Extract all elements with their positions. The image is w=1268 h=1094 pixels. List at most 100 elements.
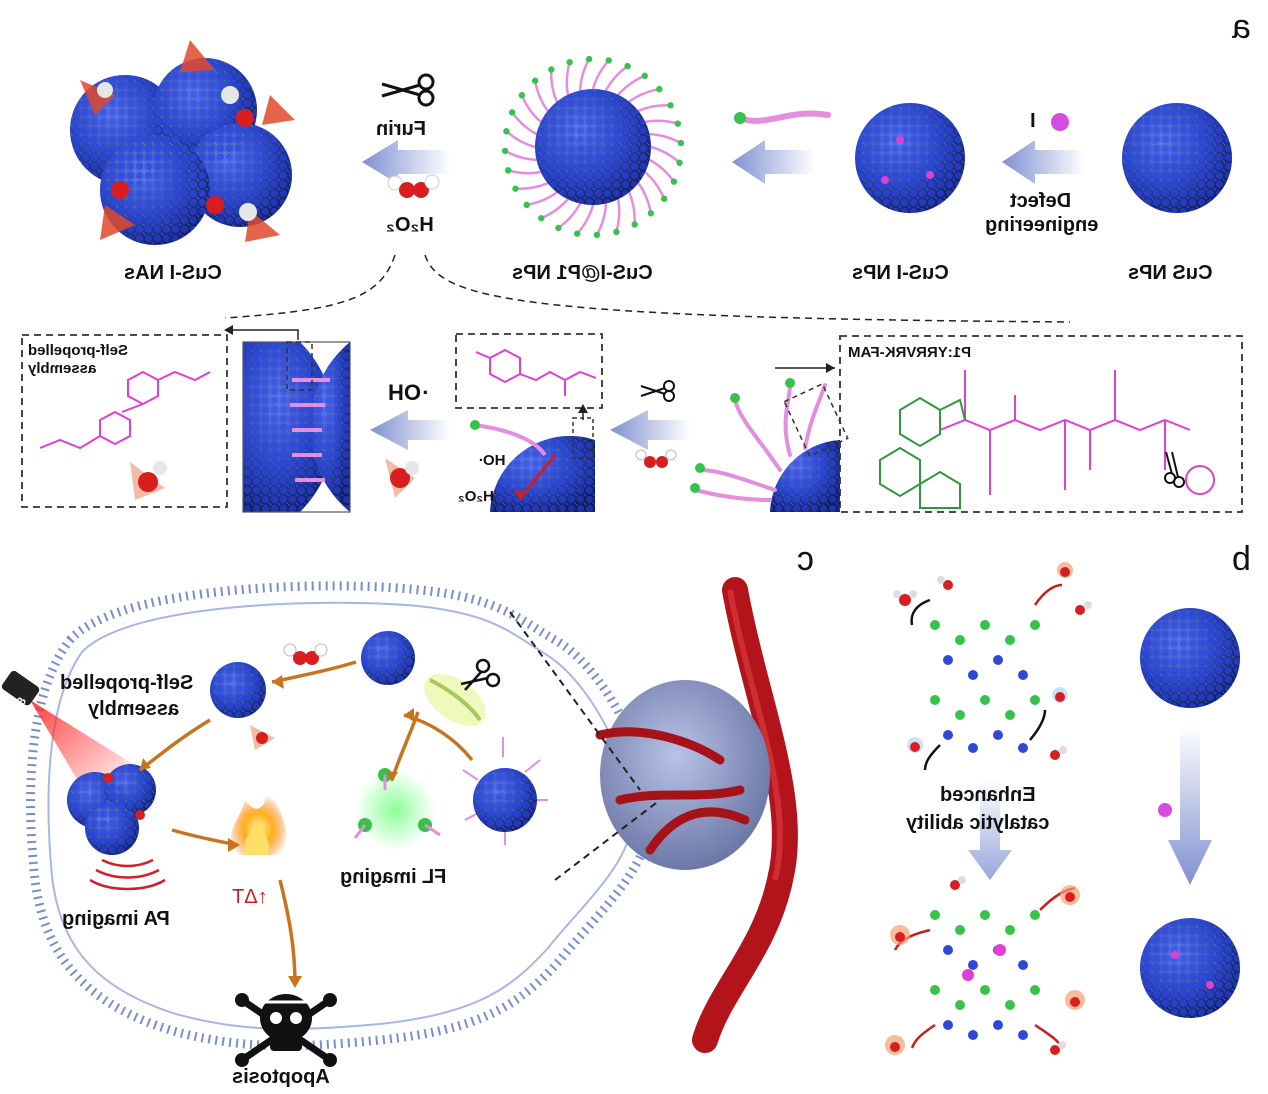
- fam-dot: [667, 102, 674, 109]
- peptide-chain: [507, 169, 541, 175]
- fam-dot: [538, 214, 545, 222]
- fam-dot: [670, 178, 678, 185]
- lattice-doped: [893, 886, 1076, 1049]
- peptide-highlight-box: [783, 382, 849, 458]
- fam-dot: [503, 128, 510, 135]
- p1-structure-box: [839, 335, 1243, 513]
- fam-dot: [624, 62, 631, 70]
- label-engineering: engineering: [985, 214, 1099, 236]
- cell-membrane-inner: [47, 601, 635, 1030]
- peptide-chain: [565, 61, 571, 95]
- fam-dot: [504, 167, 512, 174]
- label-h2o2-small: H₂O₂: [458, 488, 494, 505]
- fam-dot: [676, 159, 683, 166]
- peptide-chain: [526, 191, 558, 207]
- peptide-chain: [557, 202, 582, 229]
- peptide-strand-icon: [734, 110, 831, 124]
- h2o2-molecule-icon: [387, 174, 440, 198]
- peptide-chain: [505, 130, 536, 149]
- peptide-chain: [617, 74, 646, 96]
- fam-dot: [605, 57, 612, 64]
- zoom-arrow-assembly: [230, 329, 299, 340]
- fam-dot: [585, 55, 593, 63]
- fam-dot: [674, 120, 682, 127]
- fam-dot: [508, 109, 516, 116]
- fam-dot: [631, 221, 638, 228]
- peptide-chain: [628, 191, 637, 225]
- peptide-chain: [648, 158, 675, 183]
- defect-engineering-arrow: [1002, 140, 1085, 184]
- oh-radical-arrow: [370, 410, 450, 450]
- dityrosine-box: [21, 334, 228, 508]
- fam-dot: [613, 228, 620, 236]
- peptide-chain: [591, 59, 610, 90]
- label-oh-radical: ·OH: [388, 380, 429, 405]
- furin-h2o2-arrow: [362, 140, 450, 184]
- peptide-chain: [650, 145, 681, 164]
- connector-left: [224, 254, 396, 319]
- peptide-chain: [576, 204, 595, 235]
- peptide-chain: [511, 111, 538, 136]
- peptide-chain: [644, 171, 666, 200]
- label-cus-nps: CuS NPs: [1128, 262, 1213, 284]
- cus-nps-sphere: [1122, 103, 1232, 213]
- furin-enzyme-icon: [424, 674, 486, 726]
- peptide-chain: [515, 182, 549, 191]
- tyrosine-box: [455, 333, 603, 409]
- label-pa-imaging: PA imaging: [62, 908, 170, 930]
- pa-signal-waves: [89, 858, 166, 891]
- cell-assembly-sphere: [210, 662, 275, 750]
- fam-dot: [518, 92, 526, 99]
- label-fl-imaging: FL imaging: [340, 866, 447, 888]
- panel-b-cus-sphere: [1140, 608, 1240, 708]
- panel-label-b: b: [1232, 540, 1251, 578]
- skull-icon: [235, 993, 337, 1067]
- oh-radical-icon-2: [130, 461, 167, 500]
- fam-dot: [555, 224, 562, 232]
- label-self-propelled-box: Self-propelled: [28, 342, 129, 359]
- fam-dot: [531, 77, 539, 84]
- h2o2-molecule-small-icon: [635, 449, 677, 468]
- cell-h2o2-icon: [283, 643, 328, 665]
- peptide-chain: [645, 119, 679, 125]
- label-catalytic-ability: catalytic ability: [906, 812, 1050, 834]
- label-defect: Defect: [1010, 190, 1072, 212]
- label-assembly-cell: assembly: [88, 698, 180, 720]
- lattice-water-molecules-top: [893, 562, 1092, 760]
- zoom-arrow-tyr-head: [578, 404, 588, 413]
- label-delta-t: ↑ΔT: [232, 886, 268, 908]
- cell-cus-i-p1-particle: [462, 737, 548, 845]
- label-ho-radical: HO·: [478, 452, 506, 469]
- fam-dot: [512, 185, 519, 192]
- lattice-pristine: [910, 583, 1063, 771]
- lattice-radicals-bottom: [885, 876, 1085, 1055]
- zoom-arrow-assembly-head: [224, 325, 233, 335]
- label-iodine: I: [1030, 110, 1036, 132]
- fam-dot: [523, 201, 530, 209]
- cus-i-p1-nps-sphere: [501, 55, 685, 239]
- label-furin: Furin: [376, 118, 426, 140]
- fam-dot: [647, 210, 655, 217]
- connector-right: [424, 254, 1071, 323]
- fam-dot: [656, 85, 663, 93]
- laser-808-icon: [1, 670, 40, 706]
- fam-dot: [566, 58, 573, 66]
- label-enhanced: Enhanced: [940, 784, 1036, 806]
- peptide-chain: [549, 69, 558, 103]
- zoom-arrow-p1-head: [826, 363, 835, 373]
- cleaved-surface: [470, 420, 595, 512]
- peptide-chain: [649, 132, 682, 145]
- fam-fluorophore-structure: [879, 396, 966, 509]
- label-apoptosis: Apoptosis: [232, 1066, 330, 1088]
- cus-i-nps-sphere: [855, 103, 965, 213]
- dityrosine-structure: [39, 370, 211, 450]
- conjugation-arrow: [732, 140, 815, 184]
- label-cus-i-p1-nps: CuS-I@P1 NPs: [512, 262, 653, 284]
- zoom-line-bottom: [554, 799, 661, 881]
- label-cus-i-nas: CuS-I NAs: [124, 262, 222, 284]
- label-h2o2: H₂O₂: [386, 214, 434, 236]
- peptide-chain: [637, 182, 653, 214]
- peptide-chain: [604, 65, 629, 92]
- label-self-propelled-cell: Self-propelled: [60, 672, 194, 694]
